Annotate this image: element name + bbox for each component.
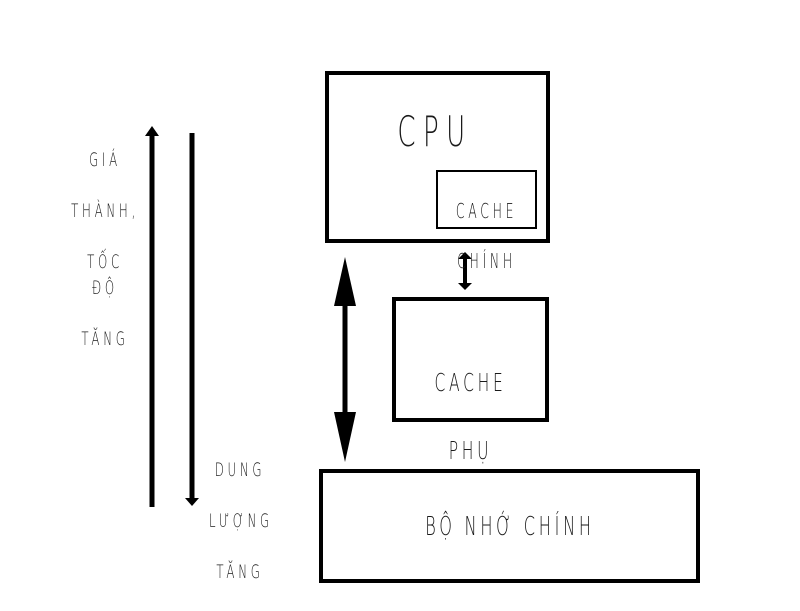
label-line: LƯỢNG: [209, 509, 273, 532]
cache-double-arrow: [458, 252, 472, 290]
main-cache-box: [436, 170, 537, 229]
label-line: CACHE: [434, 368, 507, 397]
label-line: THÀNH,: [71, 199, 139, 222]
main-memory-box: [319, 469, 700, 583]
price-speed-up-arrow: [145, 126, 159, 507]
capacity-label: DUNG LƯỢNG TĂNG: [209, 432, 271, 611]
label-line: PHỤ: [448, 436, 493, 465]
main-memory-label: BỘ NHỚ CHÍNH: [425, 512, 595, 542]
label-line: TĂNG: [216, 561, 264, 584]
label-line: DUNG: [214, 458, 266, 481]
label-line: TĂNG: [81, 328, 129, 351]
label-line: GIÁ: [89, 148, 121, 171]
price-speed-label: GIÁ THÀNH, TỐC ĐỘ TĂNG: [71, 122, 139, 378]
label-line: TỐC ĐỘ: [87, 251, 123, 299]
label-line: CHÍNH: [457, 249, 516, 273]
secondary-cache-box: [392, 297, 549, 422]
secondary-cache-label: CACHE PHỤ: [427, 332, 514, 502]
cpu-label: CPU: [397, 107, 473, 156]
capacity-down-arrow: [185, 133, 199, 506]
cpu-memory-double-arrow: [334, 257, 356, 462]
label-line: CACHE: [455, 199, 518, 223]
main-cache-label: CACHE CHÍNH: [451, 174, 521, 299]
